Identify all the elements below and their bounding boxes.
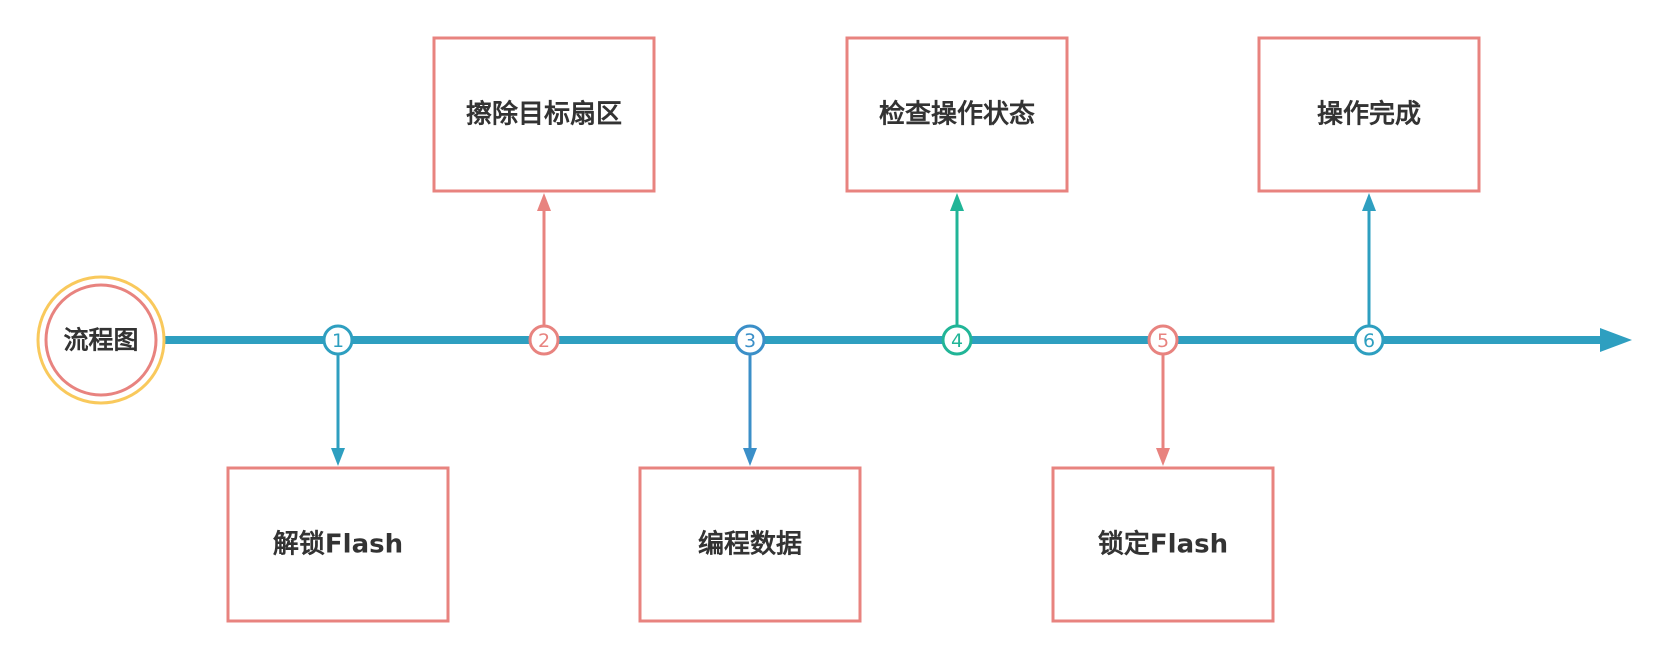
step-box xyxy=(432,36,656,193)
step-arrowhead xyxy=(743,448,757,466)
start-node: 流程图 xyxy=(36,275,166,405)
start-inner-ring xyxy=(44,283,158,397)
step-label: 编程数据 xyxy=(698,529,802,560)
step-2: 2 擦除目标扇区 xyxy=(432,36,656,356)
step-arrowhead xyxy=(1156,448,1170,466)
step-number: 2 xyxy=(538,330,550,352)
step-6: 6 操作完成 xyxy=(1257,36,1481,356)
step-arrowhead xyxy=(331,448,345,466)
step-box xyxy=(1051,466,1275,623)
step-box xyxy=(638,466,862,623)
step-box xyxy=(845,36,1069,193)
step-label: 检查操作状态 xyxy=(879,99,1035,130)
step-label: 锁定Flash xyxy=(1098,529,1228,560)
step-5: 5 锁定Flash xyxy=(1051,324,1275,623)
step-node xyxy=(1147,324,1179,356)
step-label: 操作完成 xyxy=(1317,99,1421,130)
step-1: 1 解锁Flash xyxy=(226,324,450,623)
step-node xyxy=(1353,324,1385,356)
step-arrowhead xyxy=(537,193,551,211)
start-label: 流程图 xyxy=(63,326,138,355)
step-arrowhead xyxy=(1362,193,1376,211)
step-4: 4 检查操作状态 xyxy=(845,36,1069,356)
timeline-arrowhead xyxy=(1600,328,1632,352)
step-number: 6 xyxy=(1363,330,1375,352)
step-node xyxy=(322,324,354,356)
step-box xyxy=(226,466,450,623)
step-number: 1 xyxy=(332,330,344,352)
step-label: 擦除目标扇区 xyxy=(466,99,622,130)
step-3: 3 编程数据 xyxy=(638,324,862,623)
step-number: 5 xyxy=(1157,330,1169,352)
step-number: 3 xyxy=(744,330,756,352)
step-node xyxy=(941,324,973,356)
step-box xyxy=(1257,36,1481,193)
step-node xyxy=(734,324,766,356)
step-number: 4 xyxy=(951,330,963,352)
step-arrowhead xyxy=(950,193,964,211)
steps-layer: 1 解锁Flash 2 擦除目标扇区 3 编程数据 4 检查操作状态 5 锁定Flash 6 操作完成 xyxy=(226,36,1481,623)
step-label: 解锁Flash xyxy=(273,529,403,560)
step-node xyxy=(528,324,560,356)
